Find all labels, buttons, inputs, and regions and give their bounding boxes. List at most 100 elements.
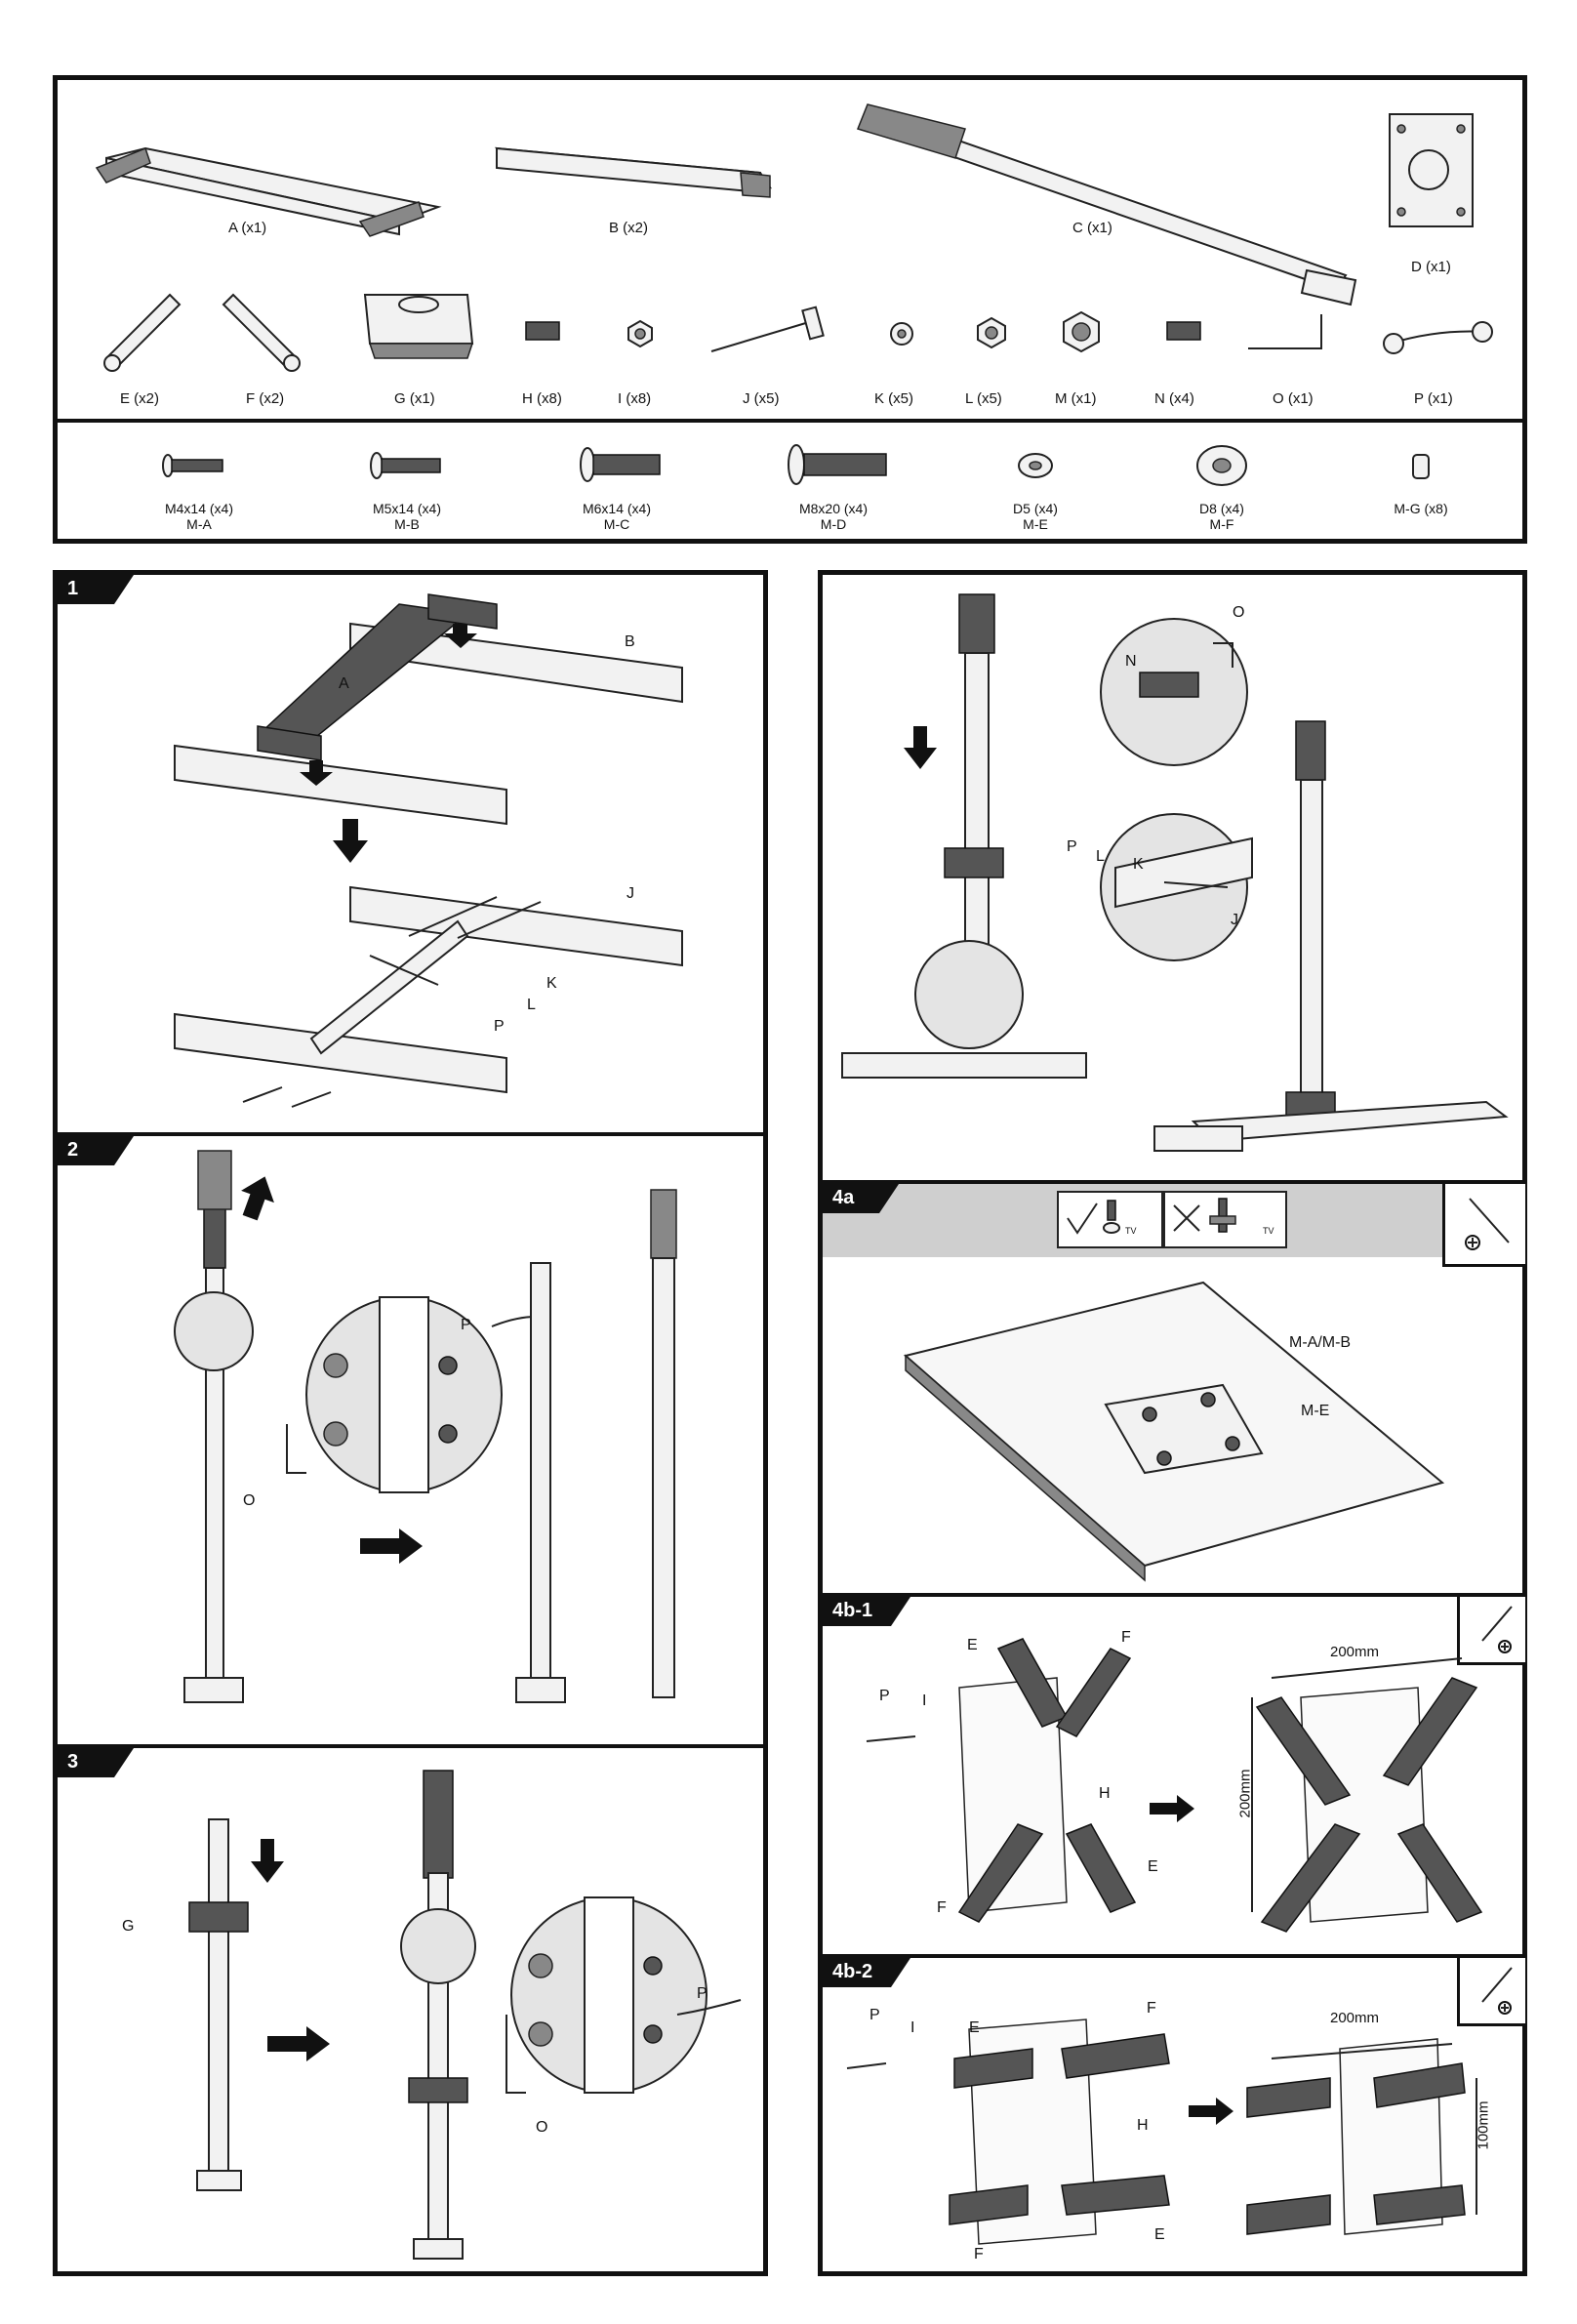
step-4b1-callout-e: E <box>967 1637 978 1653</box>
step-4b1-dim-height: 200mm <box>1236 1769 1254 1818</box>
part-c-illustration <box>856 103 1357 306</box>
hardware-md-illustration <box>788 444 887 485</box>
part-label-i: I (x8) <box>618 390 652 407</box>
step-4b2-callout-i: I <box>910 2019 915 2036</box>
hardware-mb-illustration <box>370 452 441 479</box>
part-j-illustration <box>710 306 825 352</box>
hardware-mg-illustration <box>1412 454 1430 479</box>
step-2-magnifier <box>286 1296 537 1493</box>
step-3-number: 3 <box>67 1751 79 1773</box>
step-2-tube-lower <box>515 1262 566 1703</box>
correct-mount-panel: TV <box>1057 1191 1163 1248</box>
part-k-illustration <box>890 322 913 346</box>
part-label-f: F (x2) <box>246 390 285 407</box>
step-4b2-callout-h: H <box>1137 2117 1149 2134</box>
step-3r-callout-l: L <box>1096 848 1105 865</box>
step-4b2-callout-f2: F <box>974 2246 984 2263</box>
step-1-callout-p: P <box>494 1018 505 1035</box>
step-4b1-callout-e2: E <box>1148 1858 1158 1875</box>
step-divider-4a-4b1 <box>823 1593 1522 1597</box>
step-1-number: 1 <box>67 578 79 599</box>
step-3-callout-p: P <box>697 1985 708 2002</box>
part-i-illustration <box>627 319 653 348</box>
part-e-illustration <box>103 293 182 372</box>
hardware-ma-illustration <box>162 454 223 477</box>
step-4b1-callout-p: P <box>879 1688 890 1704</box>
step-1-frame-bottom <box>174 885 683 1108</box>
step-4a-callout-me: M-E <box>1301 1403 1330 1419</box>
part-m-illustration <box>1063 310 1100 353</box>
step-1-badge <box>58 575 134 604</box>
part-p-illustration <box>1383 321 1493 354</box>
step-3-magnifier-lower <box>1100 813 1253 961</box>
screwdriver-icon <box>1465 1198 1510 1250</box>
checkmark-icon <box>1067 1203 1098 1235</box>
step-3-magnifier-upper <box>1100 618 1248 766</box>
step-3-stand-assembly <box>841 593 1087 1079</box>
step-4b2-arrow <box>1189 2098 1233 2125</box>
step-4b1-callout-f2: F <box>937 1899 947 1916</box>
steps-right-panel: O N P L K J 4a TV TV M-A/M-B M-E <box>818 570 1527 2276</box>
step-4b1-badge <box>823 1597 910 1626</box>
part-o-illustration <box>1248 314 1322 349</box>
step-2-right-arrow <box>360 1529 423 1564</box>
step-3r-callout-k: K <box>1133 856 1144 873</box>
step-3-pole-with-g <box>188 1818 284 2191</box>
hardware-me-illustration <box>1018 453 1053 478</box>
step-4b2-badge <box>823 1958 910 1987</box>
hardware-label-mc: M6x14 (x4)M-C <box>582 501 652 532</box>
part-b-illustration <box>495 146 772 198</box>
step-2-tube-upper <box>650 1189 677 1698</box>
step-1-callout-l: L <box>527 997 536 1013</box>
step-2-callout-o: O <box>243 1492 256 1509</box>
step-3-right-arrow <box>267 2026 330 2061</box>
step-4b2-dim-height: 100mm <box>1475 2100 1492 2150</box>
part-label-b: B (x2) <box>609 220 649 236</box>
hardware-label-mf: D8 (x4)M-F <box>1199 501 1244 532</box>
step-1-frame-top <box>174 593 683 826</box>
tv-tag-2: TV <box>1263 1226 1274 1236</box>
step-4b1-callout-i: I <box>922 1692 927 1709</box>
step-4a-badge <box>823 1184 899 1213</box>
step-4b2-exploded <box>846 2018 1170 2245</box>
hardware-label-mb: M5x14 (x4)M-B <box>372 501 442 532</box>
part-label-d: D (x1) <box>1411 259 1451 275</box>
cross-icon <box>1173 1204 1200 1232</box>
screwdriver-icon <box>1481 1967 1513 2015</box>
step-4b1-exploded <box>866 1638 1137 1923</box>
hardware-mc-illustration <box>580 447 661 482</box>
part-label-k: K (x5) <box>874 390 914 407</box>
parts-list-panel: A (x1) B (x2) C (x1) D (x1) E (x2) F (x2… <box>53 75 1527 544</box>
hardware-label-ma: M4x14 (x4)M-A <box>164 501 234 532</box>
step-4b2-callout-f: F <box>1147 2000 1156 2017</box>
step-2-number: 2 <box>67 1139 79 1161</box>
part-a-illustration <box>95 146 442 237</box>
step-1-callout-b: B <box>625 633 635 650</box>
step-3r-callout-n: N <box>1125 653 1137 670</box>
step-divider-2-3 <box>58 1744 763 1748</box>
incorrect-mount-panel: TV <box>1163 1191 1287 1248</box>
part-h-illustration <box>525 321 560 341</box>
part-label-j: J (x5) <box>743 390 780 407</box>
part-label-p: P (x1) <box>1414 390 1453 407</box>
step-2-pole-left <box>174 1150 254 1703</box>
step-divider-3b-4a <box>823 1180 1522 1184</box>
step-4b1-arrow <box>1150 1795 1194 1822</box>
hardware-label-mg: M-G (x8) <box>1394 501 1448 516</box>
hardware-label-md: M8x20 (x4)M-D <box>798 501 869 532</box>
part-label-a: A (x1) <box>228 220 267 236</box>
step-4b2-dim-width: 200mm <box>1330 2010 1380 2026</box>
step-4b1-dim-width: 200mm <box>1330 1644 1380 1660</box>
part-label-o: O (x1) <box>1273 390 1314 407</box>
part-label-e: E (x2) <box>120 390 160 407</box>
parts-divider <box>58 419 1522 423</box>
part-label-h: H (x8) <box>522 390 562 407</box>
screw-washer-icon <box>1103 1200 1120 1234</box>
step-2-badge <box>58 1136 134 1165</box>
step-3r-callout-j: J <box>1231 912 1238 928</box>
step-1-callout-k: K <box>546 975 557 992</box>
step-3r-callout-p: P <box>1067 838 1077 855</box>
part-l-illustration <box>977 316 1006 349</box>
step-4b2-callout-e: E <box>969 2019 980 2036</box>
step-4b1-callout-f: F <box>1121 1629 1131 1646</box>
